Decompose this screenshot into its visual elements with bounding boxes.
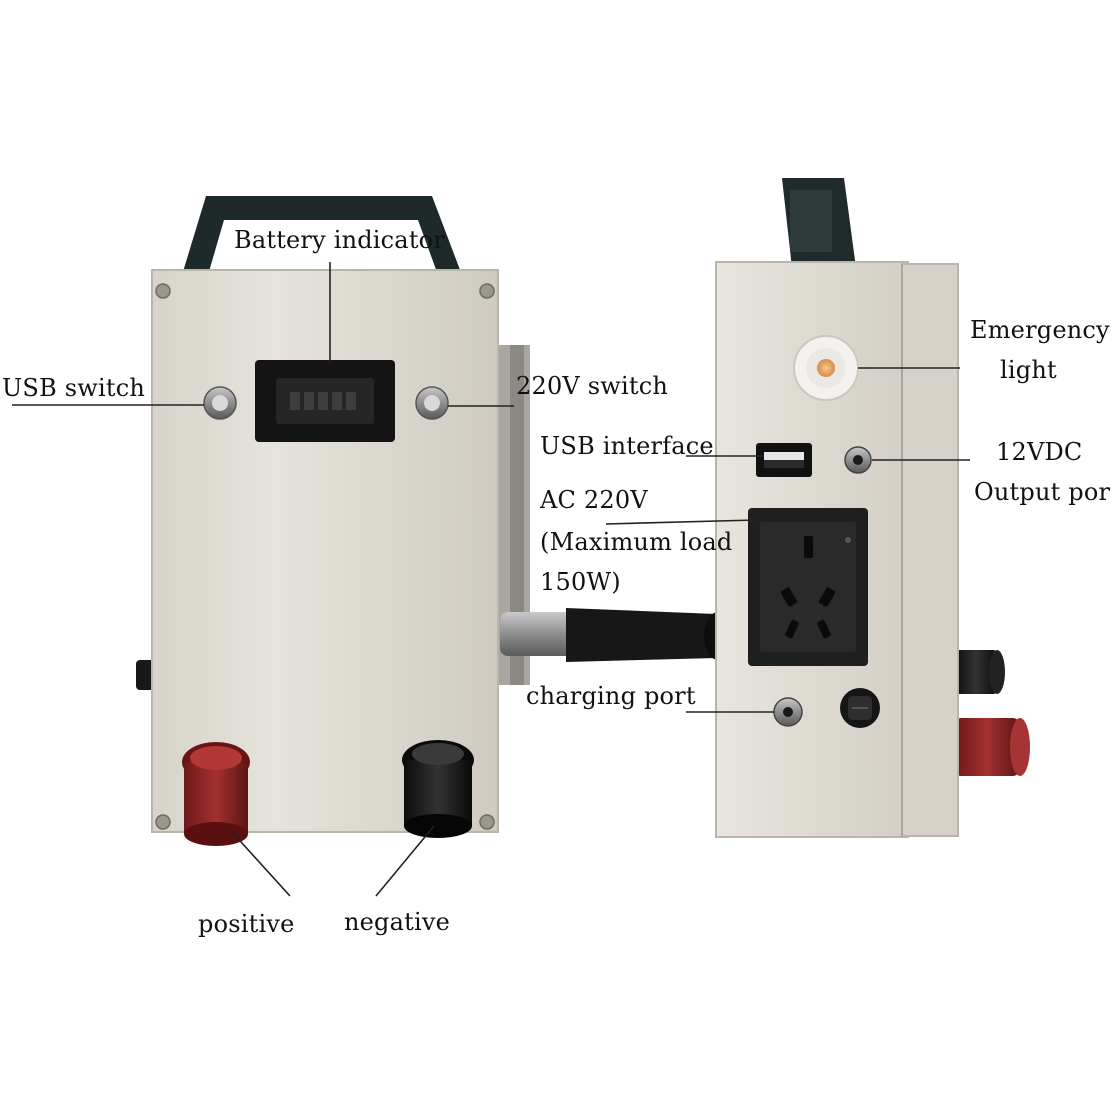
carry-handle bbox=[182, 196, 462, 275]
usb-port[interactable] bbox=[756, 443, 812, 477]
positive-terminal[interactable] bbox=[182, 742, 250, 846]
ac-socket[interactable] bbox=[748, 508, 868, 666]
label-ac-2: (Maximum load bbox=[540, 528, 733, 556]
label-usb-switch: USB switch bbox=[2, 374, 146, 402]
label-ac-3: 150W) bbox=[540, 568, 621, 596]
dc-output-port[interactable] bbox=[844, 446, 872, 474]
side-view-unit bbox=[715, 178, 1030, 838]
label-charging-port: charging port bbox=[526, 682, 696, 710]
label-negative: negative bbox=[344, 908, 451, 936]
leader-positive bbox=[231, 831, 291, 897]
label-emergency-light-2: light bbox=[1000, 356, 1057, 384]
label-ac-1: AC 220V bbox=[540, 486, 648, 514]
front-view-unit bbox=[136, 196, 732, 846]
side-terminal-red[interactable] bbox=[955, 718, 1030, 776]
corner-screws bbox=[155, 283, 495, 830]
leader-ac bbox=[605, 519, 757, 525]
label-dc-output-2: Output port bbox=[974, 478, 1111, 506]
charging-port[interactable] bbox=[773, 697, 803, 727]
leader-negative bbox=[375, 825, 435, 897]
label-usb-interface: USB interface bbox=[540, 432, 714, 460]
battery-indicator-display bbox=[255, 360, 395, 442]
label-positive: positive bbox=[198, 910, 295, 938]
label-220v-switch: 220V switch bbox=[516, 372, 669, 400]
label-emergency-light-1: Emergency bbox=[970, 316, 1110, 344]
leader-lines bbox=[12, 262, 970, 897]
negative-terminal[interactable] bbox=[402, 740, 474, 838]
crank-handle bbox=[500, 608, 732, 662]
label-battery-indicator: Battery indicator bbox=[234, 226, 445, 254]
usb-switch-button[interactable] bbox=[203, 386, 237, 420]
emergency-light bbox=[793, 335, 859, 401]
220v-switch-button[interactable] bbox=[415, 386, 449, 420]
fuse-holder bbox=[840, 688, 880, 728]
label-dc-output-1: 12VDC bbox=[996, 438, 1083, 466]
side-terminal-black[interactable] bbox=[955, 650, 1005, 694]
